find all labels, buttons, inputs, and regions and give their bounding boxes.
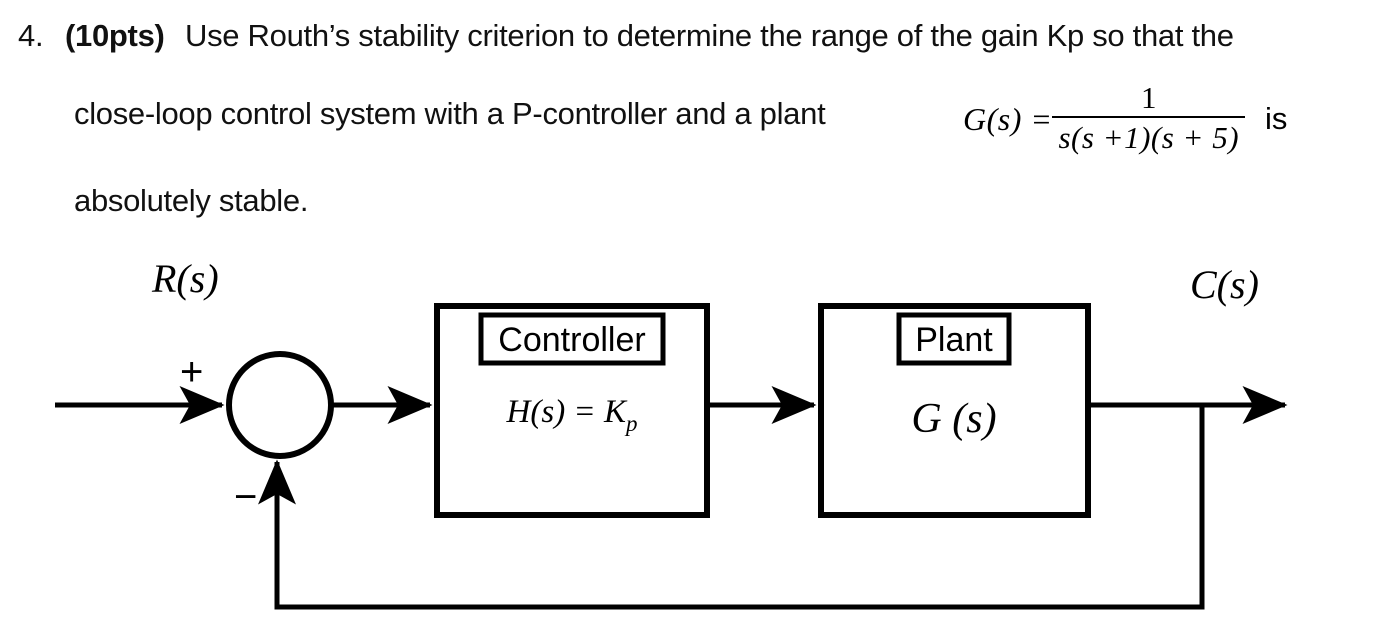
question-line-3: absolutely stable. <box>74 183 309 218</box>
fraction: 1 s(s +1)(s + 5) <box>1052 80 1246 155</box>
question-text-block: 4. (10pts) Use Routh’s stability criteri… <box>0 0 1390 235</box>
feedback-path <box>258 405 1205 610</box>
summing-junction-plus-sign: + <box>180 350 203 394</box>
equation-trailing-word: is <box>1265 101 1288 137</box>
summing-junction <box>226 351 334 459</box>
controller-title-label: Controller <box>498 321 645 359</box>
fraction-bar <box>1052 116 1246 118</box>
plant-transfer-function: G (s) <box>911 396 996 442</box>
fraction-numerator: 1 <box>1141 80 1157 115</box>
plant-title-label: Plant <box>915 321 993 359</box>
output-signal-label: C(s) <box>1190 262 1259 307</box>
summing-junction-minus-sign: − <box>234 475 257 519</box>
question-line-2: close-loop control system with a P-contr… <box>74 96 826 131</box>
question-number: 4. <box>18 18 44 53</box>
plant-title-box <box>896 312 1012 366</box>
controller-title-box <box>478 312 666 366</box>
plant-transfer-function-equation: G(s) = 1 s(s +1)(s + 5) is <box>963 80 1288 155</box>
question-line-1: Use Routh’s stability criterion to deter… <box>185 18 1234 53</box>
fraction-denominator: s(s +1)(s + 5) <box>1058 120 1240 155</box>
controller-transfer-function: H(s) = Kp <box>506 394 638 436</box>
input-signal-label: R(s) <box>151 256 219 301</box>
question-points: (10pts) <box>65 18 165 53</box>
equation-left-hand-side: G(s) = <box>963 100 1053 137</box>
